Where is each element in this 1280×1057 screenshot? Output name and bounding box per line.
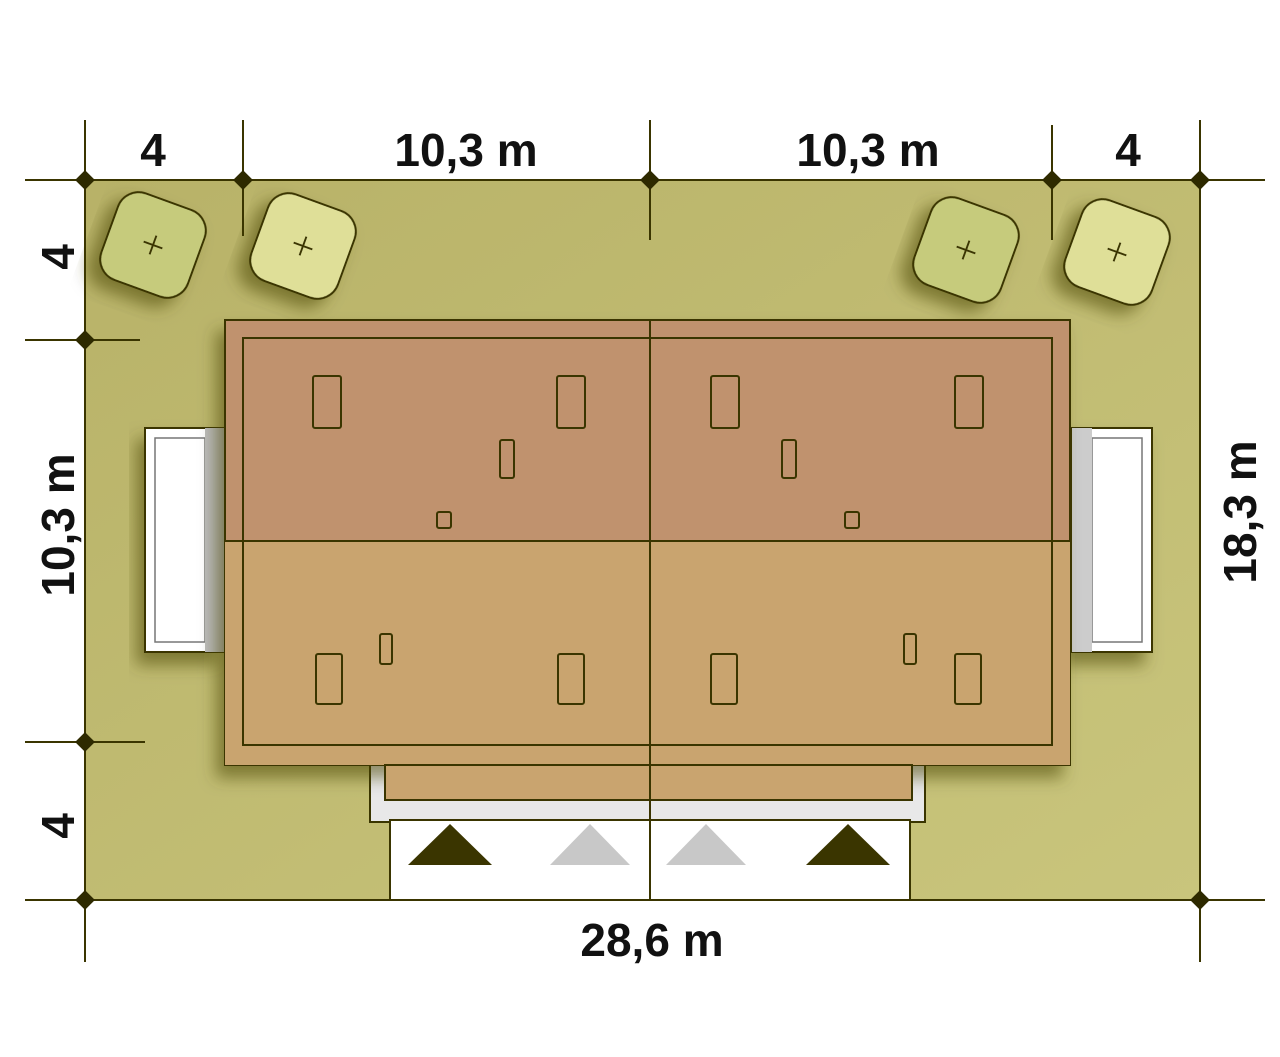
tree [912, 196, 1020, 304]
entrance-arrow-icon [550, 824, 630, 865]
dim-top-right-unit: 10,3 m [796, 124, 939, 176]
dim-bottom-total-width: 28,6 m [580, 914, 723, 966]
entrance-arrow-icon [666, 824, 746, 865]
dim-left-bottom-setback: 4 [32, 813, 84, 839]
dim-left-top-setback: 4 [32, 244, 84, 270]
tree [1063, 198, 1171, 306]
dim-left-building-depth: 10,3 m [32, 453, 84, 596]
dim-top-right-setback: 4 [1115, 124, 1141, 176]
building-roof [224, 319, 1071, 801]
entrance-arrow-icon [408, 824, 492, 865]
dim-top-left-setback: 4 [140, 124, 166, 176]
terrace-left [144, 427, 226, 653]
entrance-arrow-icon [806, 824, 890, 865]
tree [249, 192, 357, 300]
dim-right-total-depth: 18,3 m [1214, 440, 1266, 583]
terrace-right [1071, 427, 1153, 653]
tree [99, 191, 207, 299]
roof-windows [312, 375, 984, 705]
dimension-markers [75, 170, 1210, 910]
dim-top-left-unit: 10,3 m [394, 124, 537, 176]
